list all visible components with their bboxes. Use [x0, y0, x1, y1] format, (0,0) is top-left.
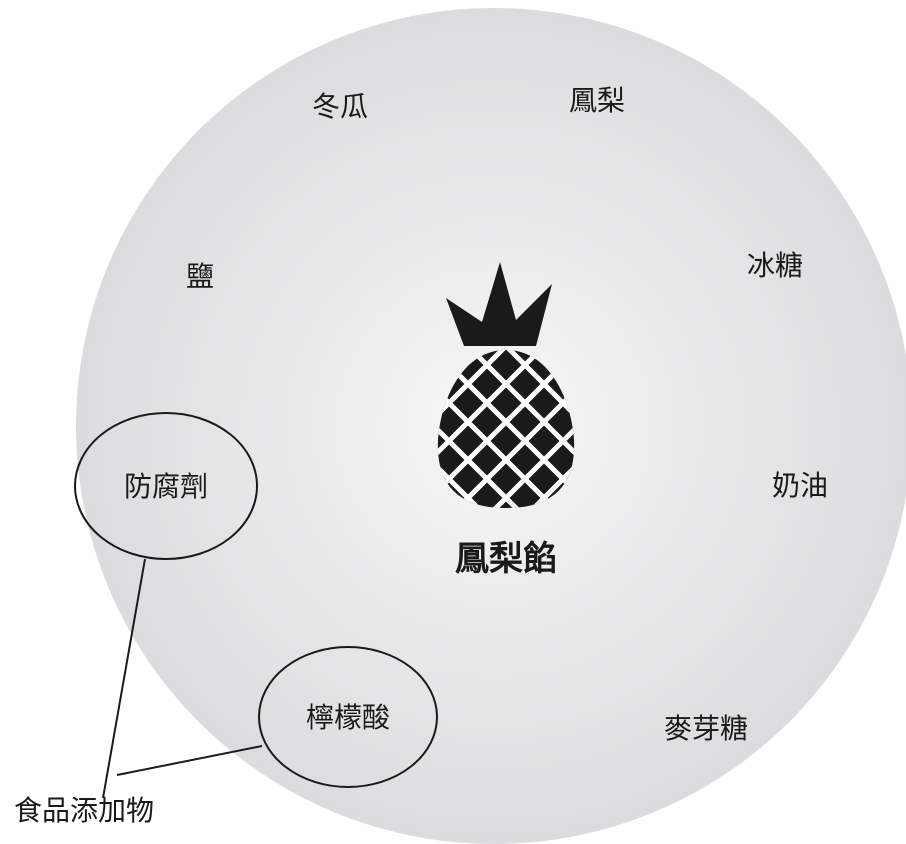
additive-ellipse-preservative — [74, 412, 258, 560]
ingredient-label-winter-melon: 冬瓜 — [312, 90, 368, 123]
ingredient-label-maltose: 麥芽糖 — [664, 712, 748, 745]
callout-line-citric-acid — [116, 745, 263, 776]
additive-ellipse-citric-acid — [258, 646, 438, 788]
callout-label: 食品添加物 — [14, 794, 154, 827]
ingredient-label-butter: 奶油 — [772, 469, 828, 502]
center-label: 鳳梨餡 — [455, 539, 557, 579]
pineapple-crown — [446, 262, 552, 346]
ingredient-label-rock-sugar: 冰糖 — [747, 249, 803, 282]
additive-label-preservative: 防腐劑 — [124, 470, 208, 503]
ingredient-label-salt: 鹽 — [186, 260, 214, 293]
callout-line-preservative — [102, 558, 146, 799]
additive-label-citric-acid: 檸檬酸 — [306, 701, 390, 734]
ingredient-label-pineapple: 鳳梨 — [569, 84, 625, 117]
